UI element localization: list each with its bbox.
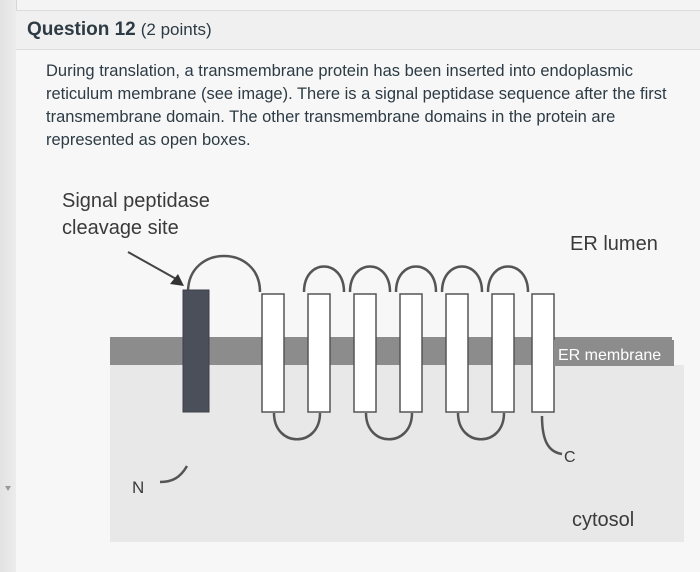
tm-box-1 (261, 293, 285, 413)
signal-label-line2: cleavage site (62, 217, 179, 239)
question-title: Question 12 (27, 19, 136, 40)
question-text: During translation, a transmembrane prot… (46, 62, 667, 149)
cytosol-loop-1 (272, 412, 322, 441)
lumen-loops (186, 254, 530, 293)
tm-box-4 (399, 293, 423, 413)
cytosol-loop-2 (364, 412, 414, 441)
lumen-loop-4 (394, 265, 438, 293)
cleavage-arrow-line (127, 251, 179, 281)
question-header: Question 12 (2 points) (16, 10, 700, 50)
lumen-loop-5 (440, 265, 484, 293)
c-terminus-label: C (564, 449, 576, 466)
er-lumen-label: ER lumen (570, 233, 658, 255)
er-membrane-label-bg (554, 340, 674, 366)
cytosol-loop-3 (456, 412, 506, 441)
tm-box-7 (531, 293, 555, 413)
cleavage-arrow-head-icon (170, 274, 184, 286)
n-terminus-label: N (132, 478, 144, 497)
question-body: During translation, a transmembrane prot… (16, 50, 700, 572)
lumen-loop-2 (302, 265, 346, 293)
tm-box-6 (491, 293, 515, 413)
lumen-loop-6 (486, 265, 530, 293)
question-points: (2 points) (140, 20, 212, 39)
lumen-loop-3 (348, 265, 392, 293)
signal-label-line1: Signal peptidase (62, 190, 210, 212)
n-terminus-tail (159, 465, 189, 484)
membrane-protein-diagram: Signal peptidase cleavage site ER lumen … (52, 180, 684, 542)
left-scroll-panel (0, 0, 17, 572)
tm-box-2 (307, 293, 331, 413)
lumen-loop-1 (186, 254, 262, 293)
er-membrane-label: ER membrane (558, 347, 661, 364)
collapse-arrow-icon[interactable] (5, 486, 11, 491)
c-terminus-tail (540, 415, 563, 456)
tm-box-3 (353, 293, 377, 413)
tm-box-5 (445, 293, 469, 413)
signal-transmembrane-domain (182, 289, 210, 413)
open-transmembrane-boxes (261, 293, 555, 413)
cytosol-loops (159, 412, 563, 484)
diagram-svg: Signal peptidase cleavage site ER lumen … (62, 190, 684, 542)
cytosol-label: cytosol (572, 509, 634, 531)
